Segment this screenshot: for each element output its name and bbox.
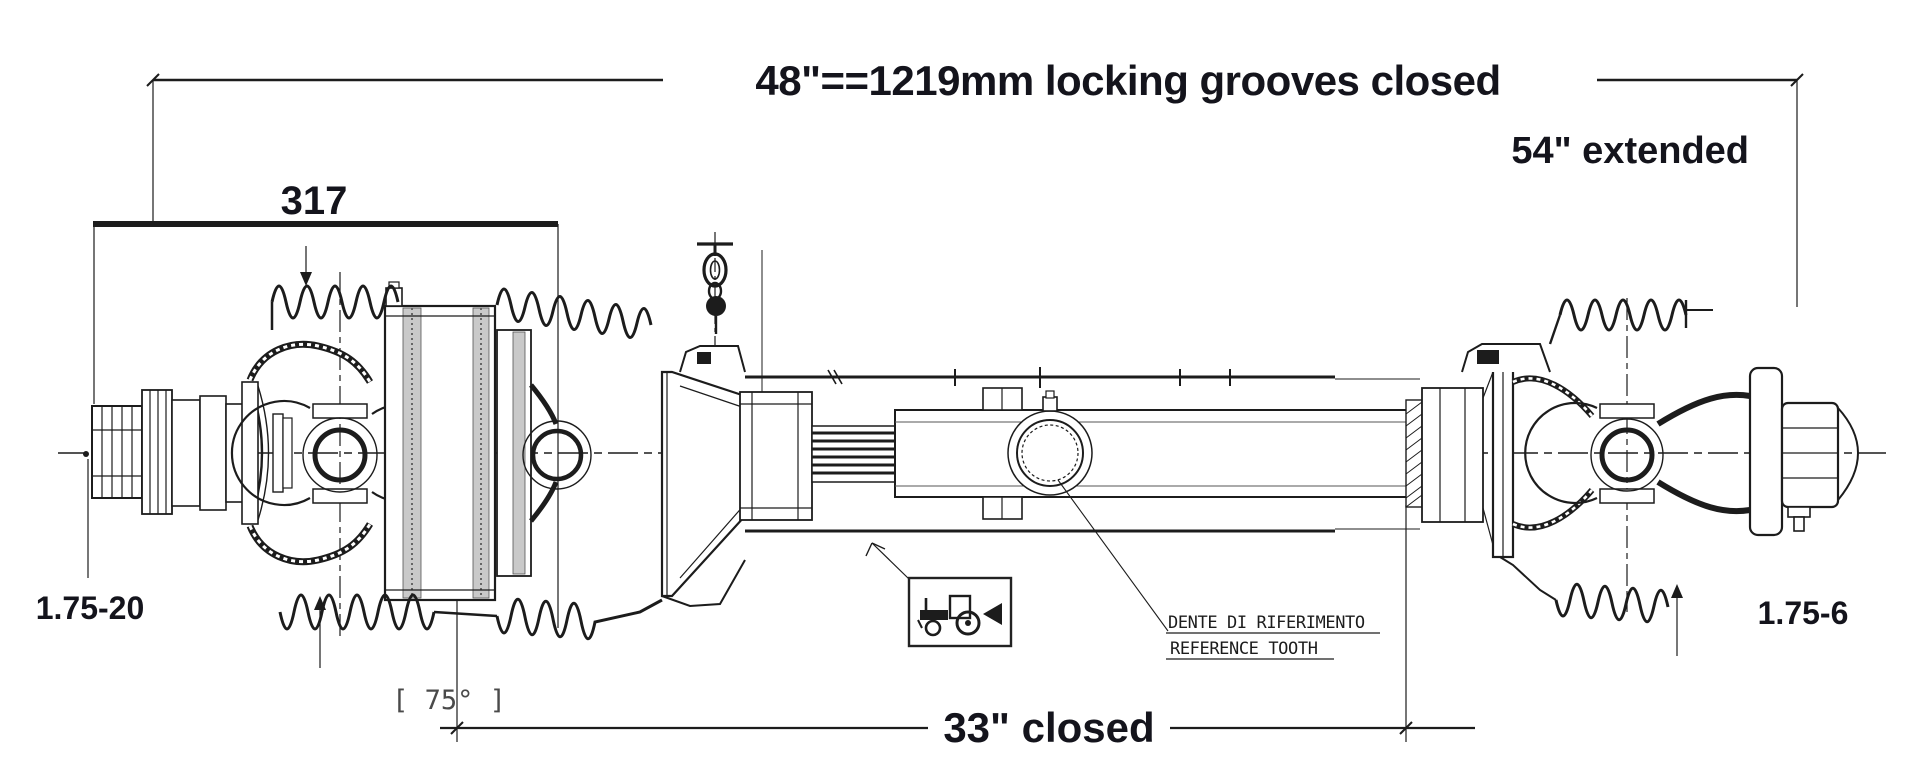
spline-implement-label: 1.75-6 <box>1758 595 1849 631</box>
reference-tooth-label-it: DENTE DI RIFERIMENTO <box>1168 613 1365 633</box>
dim-closed-33-label: 33" closed <box>943 704 1154 751</box>
inner-splined-shaft <box>811 425 896 483</box>
dim-overall-closed-label: 48"==1219mm locking grooves closed <box>755 57 1500 104</box>
left-guard-bellows <box>270 246 663 668</box>
tractor-spline-shaft <box>91 385 293 521</box>
reference-tooth-note: DENTE DI RIFERIMENTO REFERENCE TOOTH <box>1166 613 1380 660</box>
outer-guard-tube <box>745 367 1420 533</box>
leader-arrowhead <box>865 542 886 557</box>
max-angle-label: [ 75° ] <box>392 685 506 716</box>
clutch-drum <box>383 281 592 602</box>
guard-bearing-housing-right <box>1421 387 1484 523</box>
reference-tooth-leader-line <box>1057 479 1169 632</box>
implement-side-universal-joint <box>1511 375 1751 531</box>
dimension-317 <box>93 221 559 628</box>
reference-tooth-label-en: REFERENCE TOOTH <box>1170 639 1318 659</box>
right-guard-cone <box>1461 343 1557 601</box>
telescoping-inner-tube <box>894 387 1446 520</box>
guard-bearing-housing-left <box>739 391 813 521</box>
dim-extended-label: 54" extended <box>1511 130 1749 172</box>
tractor-icon <box>917 594 981 637</box>
spline-tractor-label: 1.75-20 <box>36 590 145 626</box>
thread-collar <box>1405 399 1423 508</box>
left-guard-cone <box>660 345 747 608</box>
tractor-side-callout <box>865 542 1013 648</box>
right-guard-bellows <box>1548 298 1713 656</box>
dimension-48-overall <box>146 73 1804 307</box>
tractor-side-universal-joint <box>230 340 449 566</box>
implement-yoke-hub <box>1748 366 1860 537</box>
left-arrow-icon <box>983 603 1002 625</box>
safety-chain <box>697 242 733 334</box>
dimension-33-closed <box>440 505 1475 742</box>
reference-tooth-section <box>1007 390 1169 632</box>
dimension-spline-tractor-leader <box>83 451 89 578</box>
dim-317-label: 317 <box>281 179 348 223</box>
